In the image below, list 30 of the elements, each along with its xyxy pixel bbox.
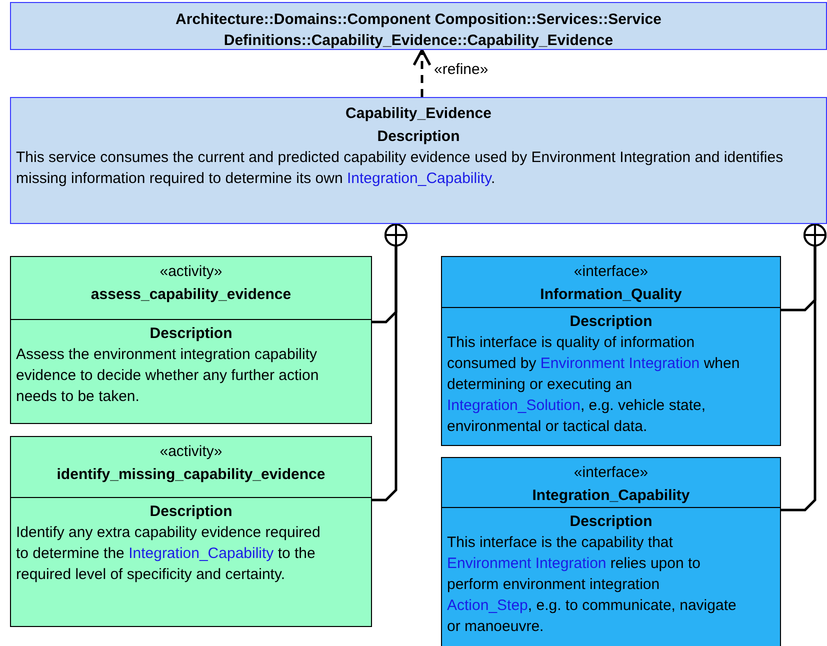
section-heading: Description (148, 324, 234, 344)
section-heading: Description (568, 312, 654, 332)
service-box (10, 97, 827, 224)
description-text: Identify any extra capability evidence required to determine the Integration_Capability to the required level of specificity and certainty. (15, 523, 322, 585)
element-name: Information_Quality (539, 285, 683, 305)
element-name: identify_missing_capability_evidence (56, 465, 326, 485)
activity-box (10, 436, 372, 627)
section-heading: Description (568, 512, 654, 532)
containment-connector (372, 224, 408, 502)
interface-box (441, 457, 781, 646)
description-text: This interface is quality of information consumed by Environment Integration when determining or executing an Integration_Solution, e.g. vehicle state, environmental or tactical data. (446, 333, 741, 437)
section-heading: Description (376, 127, 461, 147)
section-heading: Description (148, 502, 234, 522)
description-text: This service consumes the current and predicted capability evidence used by Environment Integration and identifies missing information required to determine its own Integration_Capability. (15, 148, 784, 189)
description-text: Assess the environment integration capability evidence to decide whether any further action needs to be taken. (15, 345, 320, 407)
refine-arrow (412, 48, 432, 97)
edge-label: «refine» (433, 62, 490, 78)
element-name: assess_capability_evidence (90, 285, 292, 305)
package-box (10, 2, 827, 50)
element-name: Integration_Capability (531, 486, 691, 506)
stereotype-label: «activity» (158, 263, 224, 281)
description-text: This interface is the capability that Environment Integration relies upon to perform environment integration Action_Step, e.g. to communicate, navigate or manoeuvre. (446, 533, 738, 637)
package-path: Architecture::Domains::Component Composition::Services::Service Definitions::Capability_Evidence::Capability_Evidence (174, 10, 662, 49)
activity-box (10, 256, 372, 424)
element-name: Capability_Evidence (344, 104, 492, 124)
stereotype-label: «interface» (572, 464, 650, 482)
stereotype-label: «activity» (158, 443, 224, 461)
interface-box (441, 256, 781, 446)
stereotype-label: «interface» (572, 263, 650, 281)
containment-connector (781, 224, 826, 512)
